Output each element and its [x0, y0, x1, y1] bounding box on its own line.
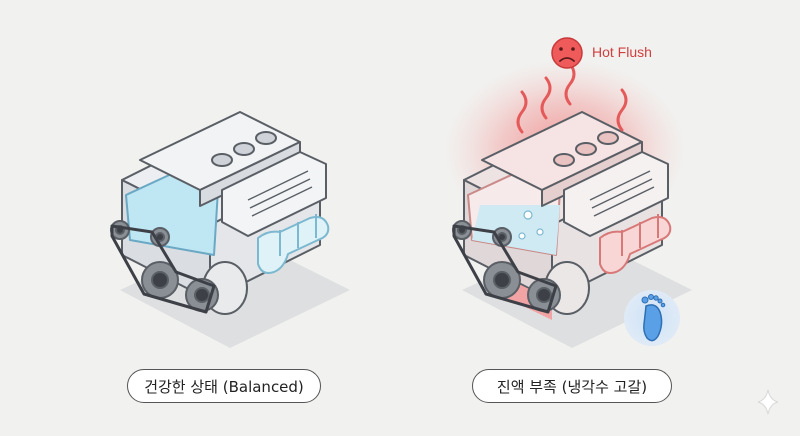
engine-healthy	[110, 111, 350, 348]
sparkle-icon	[757, 389, 779, 415]
foot-icon	[624, 290, 680, 346]
label-depleted: 진액 부족 (냉각수 고갈)	[472, 369, 672, 403]
engine-depleted	[445, 60, 692, 348]
hot-flush-label: Hot Flush	[592, 44, 652, 60]
label-balanced: 건강한 상태 (Balanced)	[127, 369, 321, 403]
heat-wave-icon	[516, 62, 628, 134]
sad-face-icon	[551, 37, 583, 69]
